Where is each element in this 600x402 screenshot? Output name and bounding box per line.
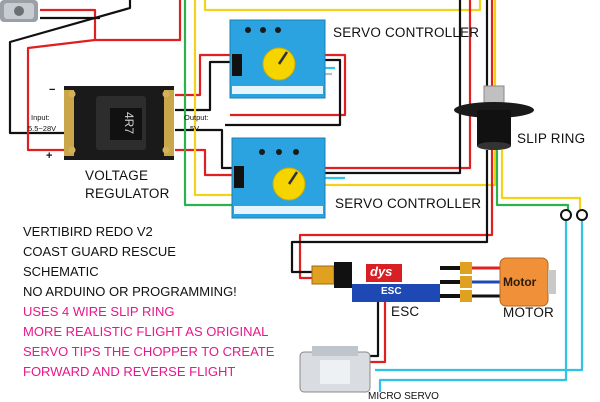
micro-servo-label: MICRO SERVO — [368, 391, 439, 402]
wire-black-output-bot — [175, 128, 232, 170]
wire-red-input — [26, 38, 96, 152]
regulator-input-label: Input: — [31, 113, 50, 122]
servo-controller-bottom-label: SERVO CONTROLLER — [335, 196, 482, 211]
wire-black-output-top — [175, 60, 232, 112]
wire-red-top-out — [230, 53, 347, 117]
wire-red-output-bot — [175, 148, 232, 177]
note-pink-line-1: USES 4 WIRE SLIP RING — [23, 304, 175, 319]
wire-red-output-top — [175, 53, 232, 97]
wire-yellow-bot-out — [325, 0, 497, 187]
note-line-1: VERTIBIRD REDO V2 — [23, 224, 153, 239]
wire-red-esc-servo — [370, 300, 387, 364]
micro-servo — [299, 346, 371, 393]
wire-black-top-out — [225, 58, 342, 127]
voltage-regulator-label-line1: VOLTAGE — [85, 168, 149, 183]
esc-module — [311, 262, 440, 302]
wire-red-bot-out — [325, 0, 472, 170]
slip-ring-label: SLIP RING — [517, 131, 586, 146]
note-line-2: COAST GUARD RESCUE — [23, 244, 176, 259]
wire-yellow-top — [203, 0, 482, 12]
esc-brand-logo: dys — [370, 264, 393, 279]
wire-yellow-top-a — [193, 0, 232, 197]
wire-red-slip-down — [298, 150, 494, 280]
wire-green-top — [183, 0, 232, 207]
voltage-regulator-board — [64, 86, 174, 160]
wire-black-bot-out — [325, 0, 462, 175]
motor — [460, 257, 556, 307]
power-jack — [0, 0, 38, 22]
wire-yellow-slip-down — [500, 150, 582, 215]
wire-black-slip-down — [290, 150, 489, 274]
motor-body-tag: Motor — [503, 275, 537, 289]
servo-controller-top-label: SERVO CONTROLLER — [333, 25, 480, 40]
regulator-output-voltage: 5V — [190, 124, 200, 133]
esc-body-tag: ESC — [381, 286, 402, 297]
servo-controller-bottom — [231, 137, 326, 219]
note-pink-line-4: FORWARD AND REVERSE FLIGHT — [23, 364, 236, 379]
voltage-regulator-label-line2: REGULATOR — [85, 186, 170, 201]
regulator-input-range: 5.5~28V — [28, 124, 57, 133]
note-pink-line-3: SERVO TIPS THE CHOPPER TO CREATE — [23, 344, 275, 359]
motor-label: MOTOR — [503, 305, 554, 320]
slip-ring — [454, 85, 534, 150]
wires — [8, 0, 584, 392]
regulator-minus-mark: − — [49, 84, 56, 96]
servo-controller-top — [229, 19, 326, 99]
regulator-plus-mark: + — [46, 150, 53, 162]
wire-cyan-servo-2 — [375, 218, 584, 372]
wire-green-slip-down — [495, 150, 570, 215]
wire-connectors — [560, 209, 588, 221]
wire-red-jack — [40, 0, 182, 42]
regulator-chip-marking: 4R7 — [122, 111, 137, 135]
esc-label: ESC — [391, 304, 420, 319]
note-line-4: NO ARDUINO OR PROGRAMMING! — [23, 284, 237, 299]
regulator-output-label: Output: — [184, 113, 209, 122]
wire-black-esc-servo — [368, 300, 380, 358]
note-line-3: SCHEMATIC — [23, 264, 99, 279]
wire-cyan-servo — [378, 218, 568, 392]
note-pink-line-2: MORE REALISTIC FLIGHT AS ORIGINAL — [23, 324, 269, 339]
